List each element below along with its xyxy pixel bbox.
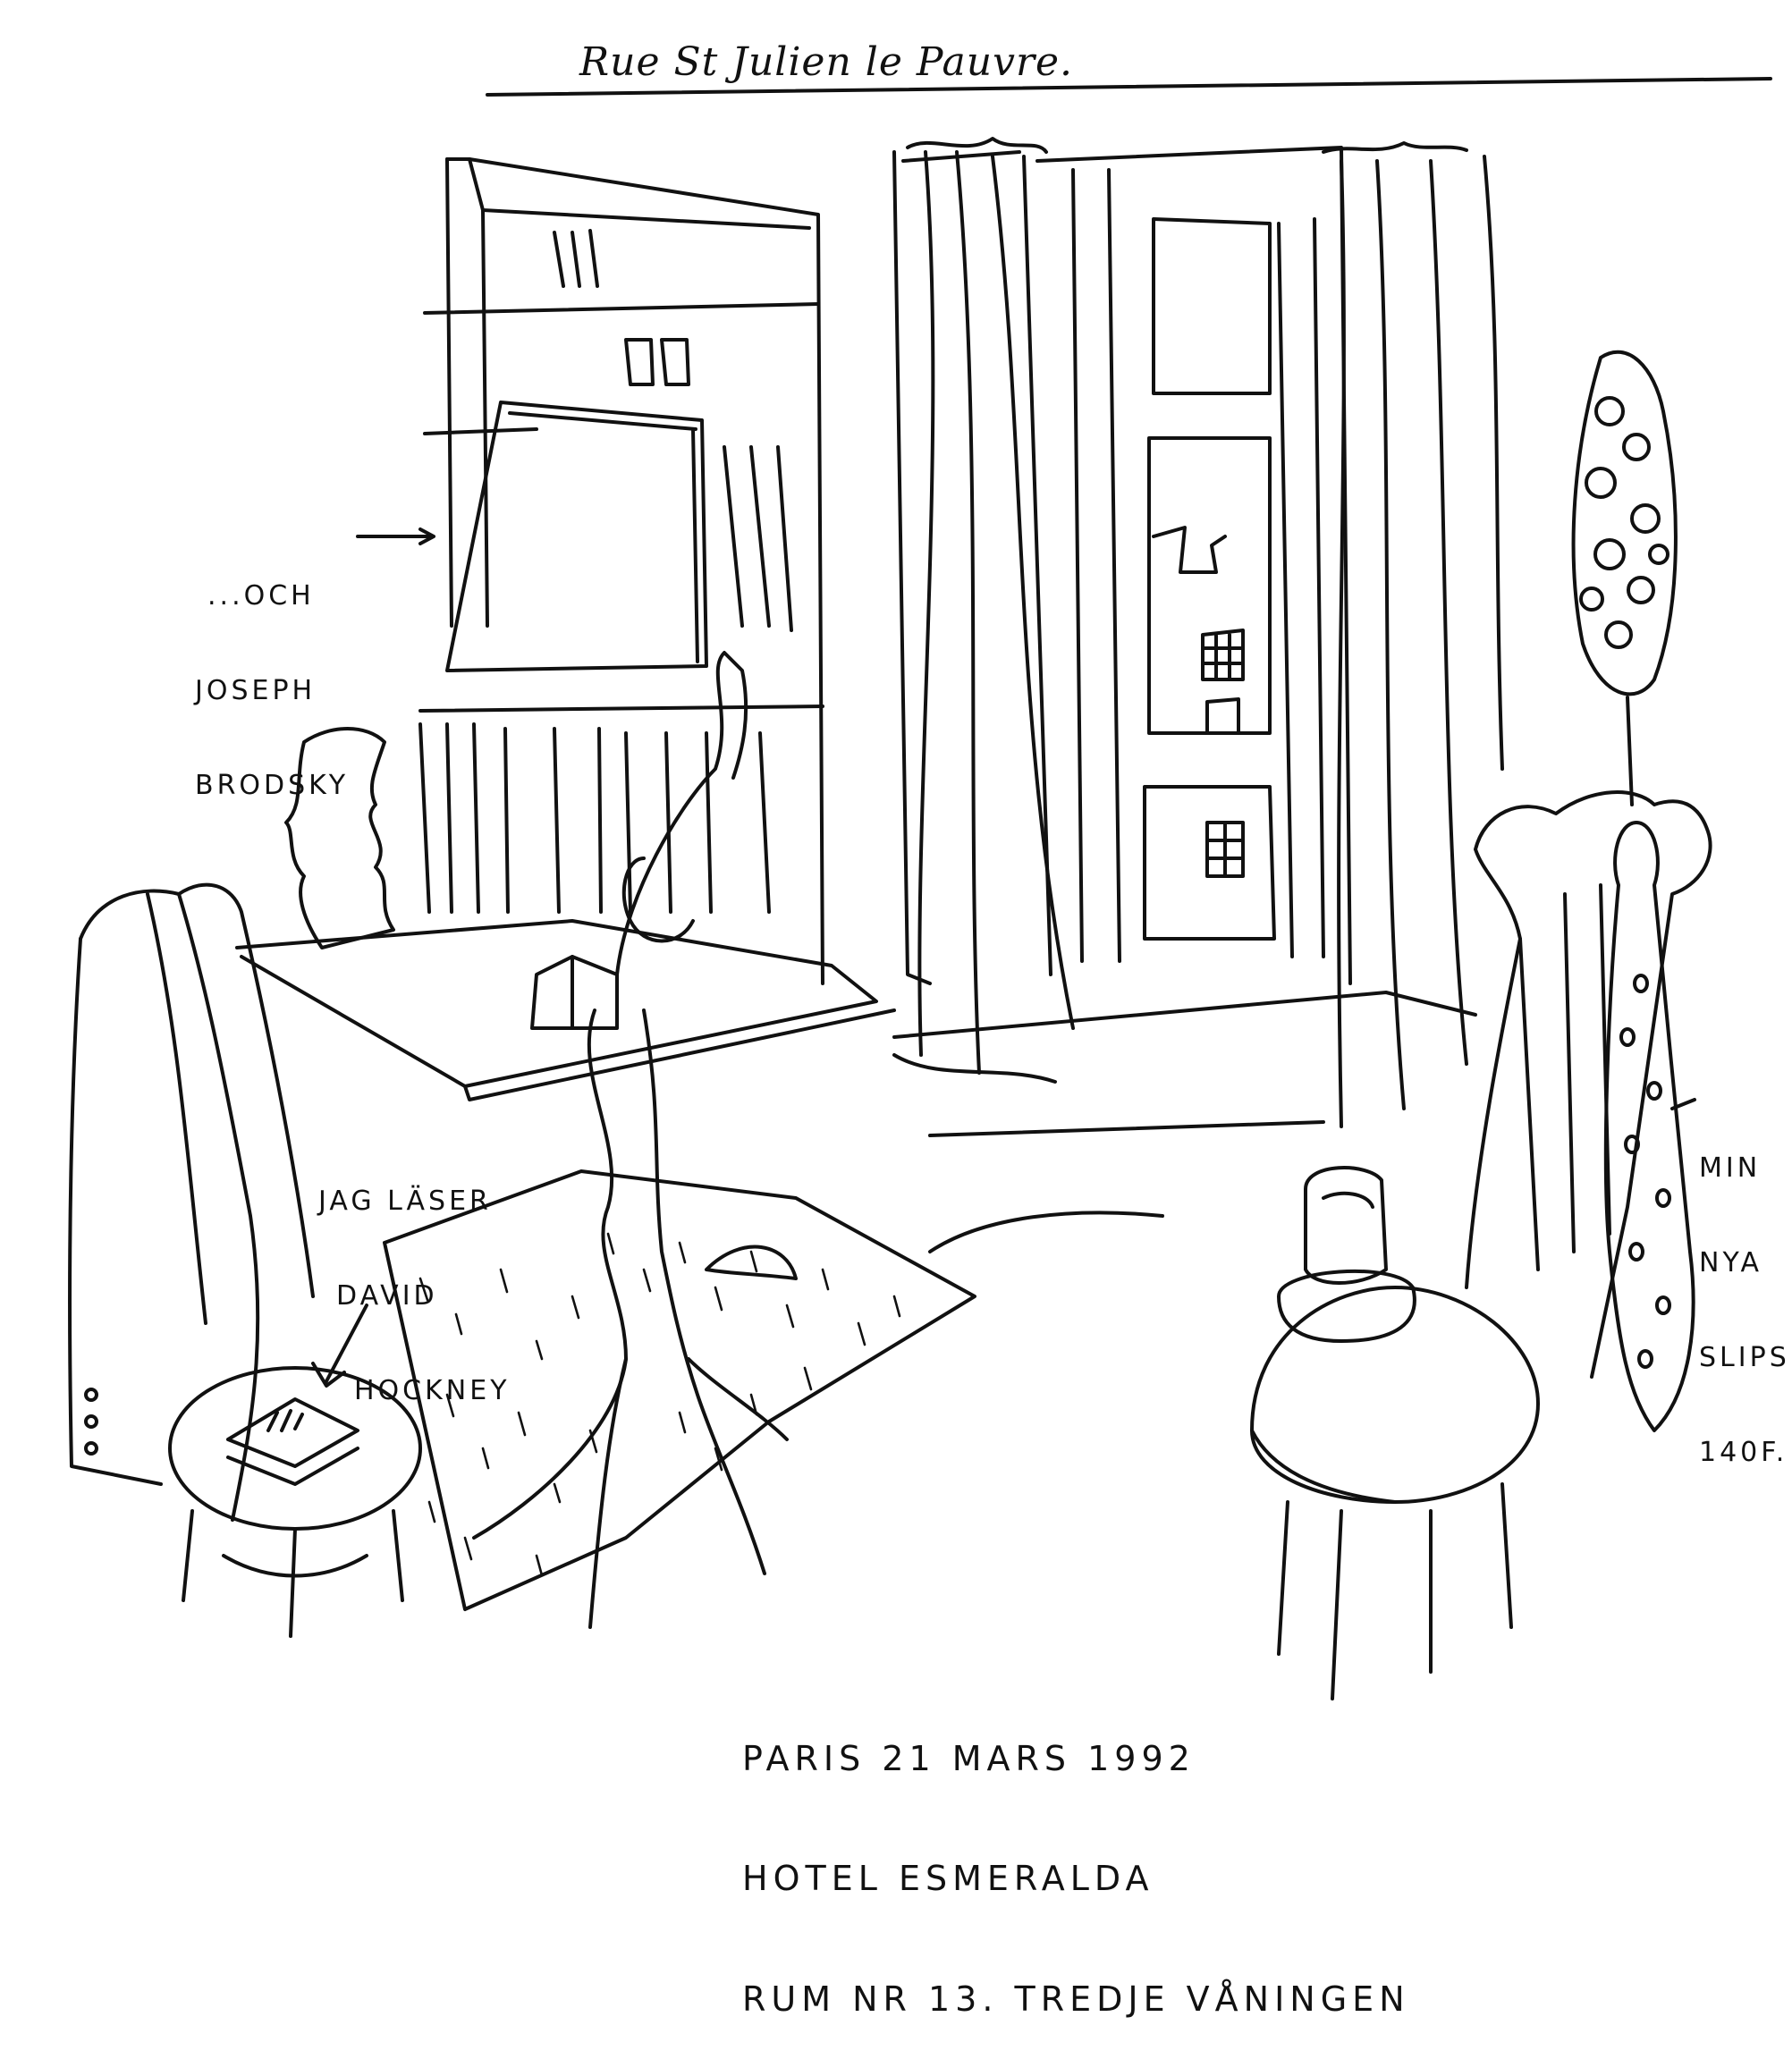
rug <box>383 1169 976 1611</box>
floor-edge <box>928 1211 1164 1253</box>
hockney-arrow <box>311 1304 368 1388</box>
tie-note: MIN NYA SLIPS. 140F. <box>1699 1089 1792 1500</box>
caption-line-hotel: HOTEL ESMERALDA <box>742 1859 1154 1899</box>
hockney-note-line: HOCKNEY <box>354 1375 511 1407</box>
ceiling-line <box>486 77 1772 97</box>
hanging-ornament <box>1571 350 1678 806</box>
tie-note-line: MIN <box>1699 1152 1762 1184</box>
bookshelf <box>418 157 824 985</box>
curtain-right <box>1322 141 1504 1128</box>
brodsky-note-line: JOSEPH <box>195 674 317 706</box>
tie-pointer <box>1670 1098 1696 1110</box>
framed-picture <box>356 401 708 672</box>
rug-hatching <box>418 1232 901 1577</box>
desk-lamp <box>530 651 748 1030</box>
tie-note-line: 140F. <box>1699 1437 1788 1469</box>
hockney-note-line: DAVID <box>336 1279 438 1312</box>
side-table <box>168 1366 422 1638</box>
chair-right <box>1250 790 1712 1700</box>
brodsky-note-line: BRODSKY <box>195 770 350 802</box>
brodsky-note: ...OCH JOSEPH BRODSKY <box>195 517 349 833</box>
hockney-note-line: JAG LÄSER <box>318 1185 492 1217</box>
tie <box>1603 821 1695 1432</box>
curtain-left <box>892 137 1075 1084</box>
desk <box>235 919 896 1629</box>
brodsky-note-line: ...OCH <box>207 579 315 612</box>
tie-note-line: SLIPS. <box>1699 1342 1792 1374</box>
floor-object <box>705 1245 798 1280</box>
jacket <box>68 882 315 1522</box>
vase <box>284 727 395 949</box>
date-location-caption: PARIS 21 MARS 1992 HOTEL ESMERALDA RUM N… <box>742 1658 1410 2059</box>
caption-line-room: RUM NR 13. TREDJE VÅNINGEN <box>742 1979 1410 2019</box>
room-sketch <box>68 77 1772 1700</box>
tie-note-line: NYA <box>1699 1246 1762 1278</box>
street-title: Rue St Julien le Pauvre. <box>579 39 1073 85</box>
caption-line-date: PARIS 21 MARS 1992 <box>742 1738 1196 1778</box>
hockney-note: JAG LÄSER DAVID HOCKNEY <box>318 1122 511 1439</box>
hat <box>1277 1166 1416 1343</box>
